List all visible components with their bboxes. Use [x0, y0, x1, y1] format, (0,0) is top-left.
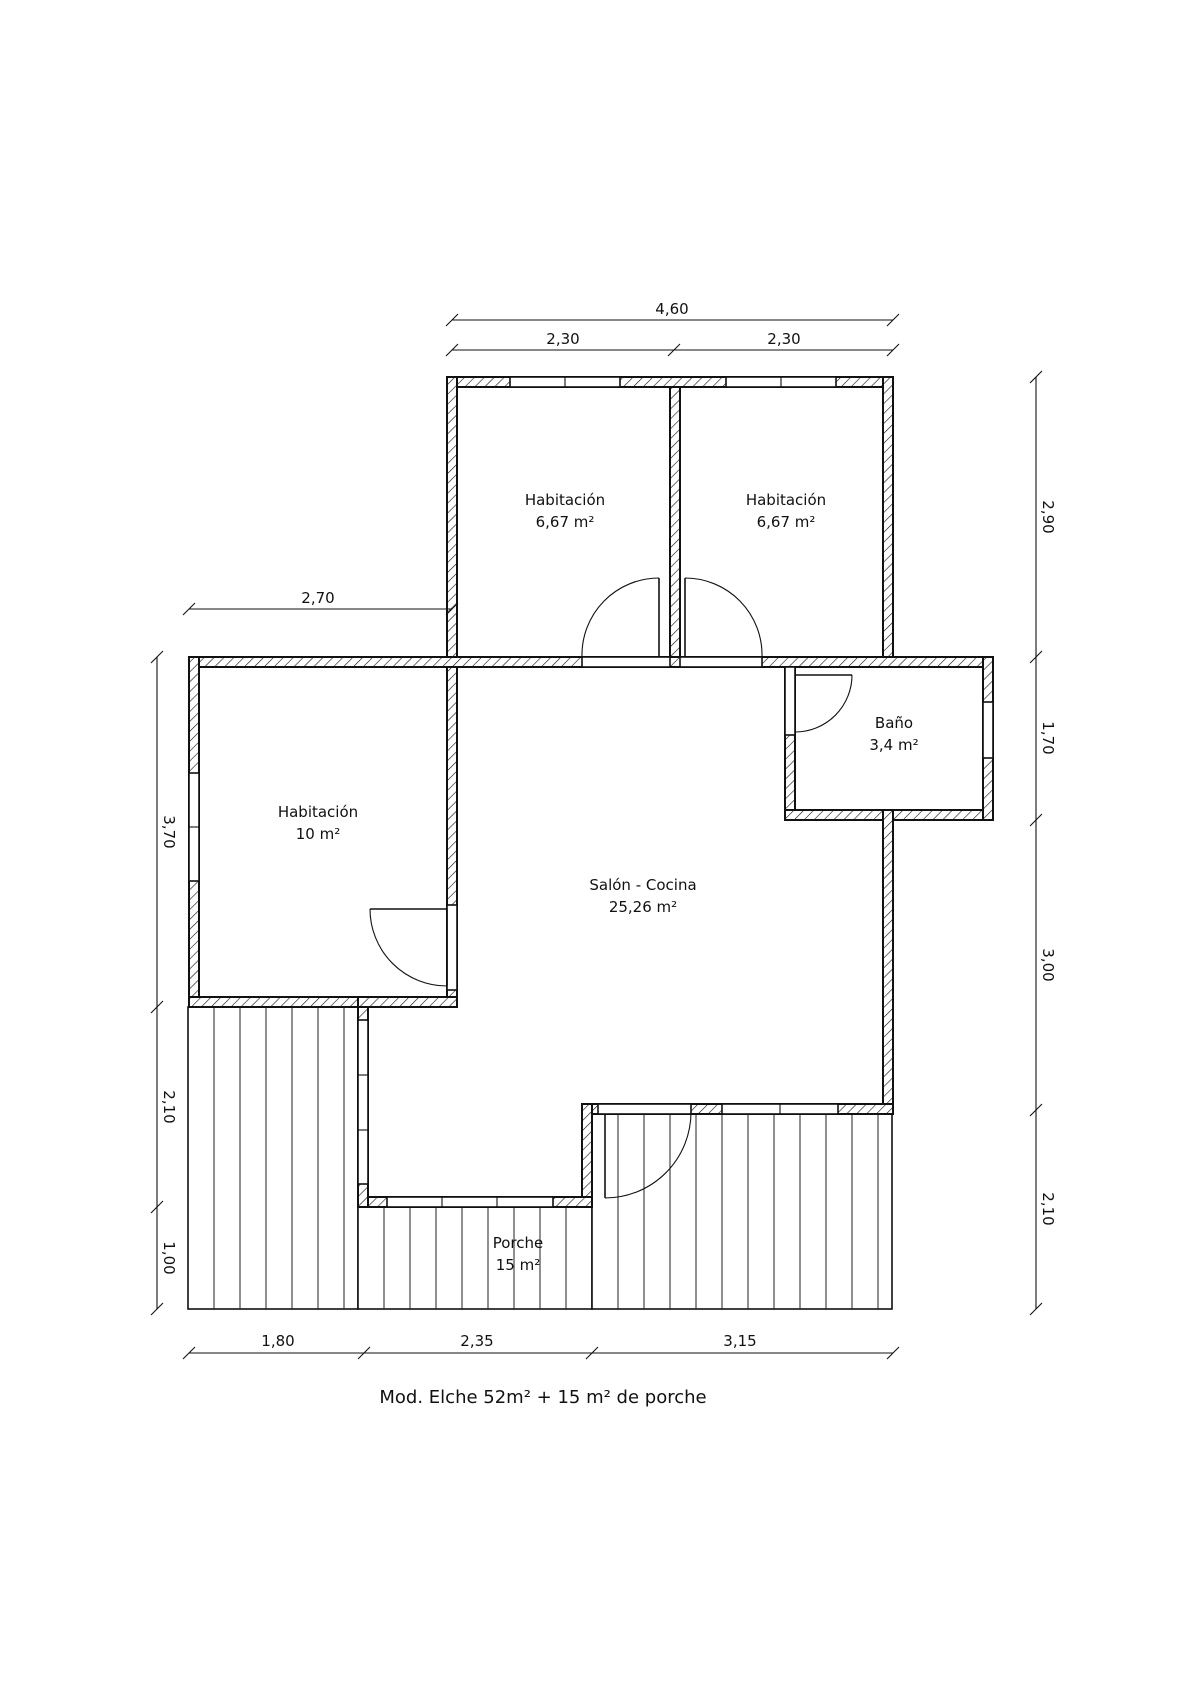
room-area-bedroom-2: 6,67 m² [536, 513, 595, 531]
room-area-bedroom-3: 6,67 m² [757, 513, 816, 531]
wall-notch-vertical [581, 1103, 593, 1208]
dim-top-left-label: 2,30 [546, 330, 579, 348]
dim-right-side-label-1: 2,90 [1039, 500, 1057, 533]
room-area-living: 25,26 m² [609, 898, 677, 916]
room-area-bedroom-1: 10 m² [296, 825, 340, 843]
window-living-south [386, 1196, 554, 1208]
room-name-bedroom-2: Habitación [525, 491, 605, 509]
dim-right-side-label-3: 3,00 [1039, 948, 1057, 981]
dim-right-side: 2,90 1,70 3,00 2,10 [1029, 370, 1057, 1316]
wall-top-east [882, 376, 894, 668]
dim-bottom: 1,80 2,35 3,15 [182, 1332, 900, 1360]
wall-living-west-top [357, 996, 458, 1008]
dim-left-side-label-2: 2,10 [160, 1090, 178, 1123]
doors[interactable] [369, 577, 853, 1199]
dim-top-right-label: 2,30 [767, 330, 800, 348]
dim-left-side-label-1: 3,70 [160, 815, 178, 848]
room-name-living: Salón - Cocina [589, 876, 696, 894]
windows [188, 376, 994, 1208]
dim-left-upper: 2,70 [182, 589, 459, 616]
window-left-bedroom [188, 772, 200, 882]
dim-bottom-label-3: 3,15 [723, 1332, 756, 1350]
plan-caption: Mod. Elche 52m² + 15 m² de porche [379, 1387, 706, 1408]
door-bedroom-2[interactable] [581, 577, 671, 668]
room-labels: Habitación 6,67 m² Habitación 6,67 m² Ba… [278, 491, 919, 1274]
window-living-west [357, 1019, 369, 1185]
door-bathroom[interactable] [784, 666, 853, 736]
door-bedroom-1[interactable] [369, 904, 458, 991]
room-name-bathroom: Baño [875, 714, 913, 732]
dim-bottom-label-2: 2,35 [460, 1332, 493, 1350]
room-area-bathroom: 3,4 m² [869, 736, 918, 754]
wall-top-west [446, 376, 458, 668]
porch-deck-bottom [357, 1206, 593, 1310]
dim-left-upper-label: 2,70 [301, 589, 334, 607]
room-name-bedroom-3: Habitación [746, 491, 826, 509]
window-top-left [509, 376, 621, 388]
dim-top-split: 2,30 2,30 [445, 330, 900, 357]
dim-left-side-label-3: 1,00 [160, 1241, 178, 1274]
dim-top-total: 4,60 [445, 300, 900, 327]
window-top-right [725, 376, 837, 388]
dim-top-total-label: 4,60 [655, 300, 688, 318]
room-name-porch: Porche [493, 1234, 544, 1252]
window-living-porch [721, 1103, 839, 1115]
wall-living-east [882, 809, 894, 1115]
wall-top-middle [669, 386, 681, 668]
porch-deck-right [591, 1113, 893, 1310]
dim-right-side-label-4: 2,10 [1039, 1192, 1057, 1225]
door-porch[interactable] [597, 1103, 692, 1199]
porch-deck-left [187, 1006, 359, 1310]
room-name-bedroom-1: Habitación [278, 803, 358, 821]
window-bath [982, 701, 994, 759]
dimension-lines: 4,60 2,30 2,30 2,70 3,70 2,10 1,00 [150, 300, 1057, 1360]
dim-bottom-label-1: 1,80 [261, 1332, 294, 1350]
dim-left-side: 3,70 2,10 1,00 [150, 650, 178, 1316]
room-area-porch: 15 m² [496, 1256, 540, 1274]
dim-right-side-label-2: 1,70 [1039, 721, 1057, 754]
deck-planks [213, 1007, 879, 1309]
door-bedroom-3[interactable] [679, 577, 763, 668]
